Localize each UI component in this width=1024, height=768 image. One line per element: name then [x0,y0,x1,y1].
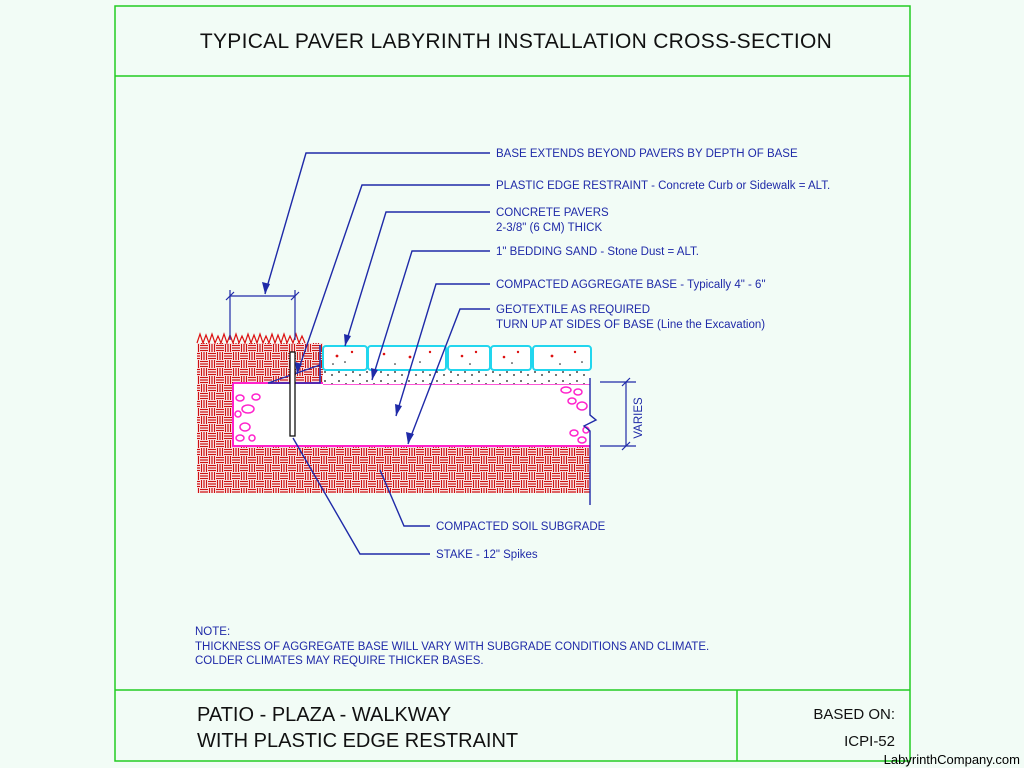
footer-title-line2: WITH PLASTIC EDGE RESTRAINT [197,730,518,752]
break-line [582,378,598,505]
varies-dimension [600,377,636,451]
callout-geotextile-line1: GEOTEXTILE AS REQUIRED [496,304,650,316]
note-line1: THICKNESS OF AGGREGATE BASE WILL VARY WI… [195,641,709,653]
callout-aggregate-base: COMPACTED AGGREGATE BASE - Typically 4" … [496,279,766,291]
paver-aggregate-specks [335,350,577,359]
callout-geotextile-line2: TURN UP AT SIDES OF BASE (Line the Excav… [496,319,765,331]
note-heading: NOTE: [195,626,230,638]
callout-base-extends: BASE EXTENDS BEYOND PAVERS BY DEPTH OF B… [496,148,798,160]
callout-pavers-line1: CONCRETE PAVERS [496,207,609,219]
callout-edge-restraint: PLASTIC EDGE RESTRAINT - Concrete Curb o… [496,180,830,192]
aggregate-stones [234,386,590,444]
site-credit: LabyrinthCompany.com [884,752,1020,767]
callout-pavers-line2: 2-3/8" (6 CM) THICK [496,222,602,234]
based-on-value: ICPI-52 [844,733,895,750]
based-on-label: BASED ON: [813,706,895,723]
note-line2: COLDER CLIMATES MAY REQUIRE THICKER BASE… [195,655,484,667]
cross-section: VARIES [196,290,645,505]
aggregate-base [233,383,590,446]
leader-arrowheads [262,282,414,444]
varies-label: VARIES [633,397,645,439]
geotextile-line [232,383,590,447]
callout-soil-subgrade: COMPACTED SOIL SUBGRADE [436,521,606,533]
concrete-pavers [322,345,592,371]
drawing-frame [114,5,911,762]
leader-lines [264,152,490,555]
base-extends-dimension [225,290,300,340]
drawing-title: TYPICAL PAVER LABYRINTH INSTALLATION CRO… [200,30,832,53]
grass-surface [196,332,306,345]
callout-bedding-sand: 1" BEDDING SAND - Stone Dust = ALT. [496,246,699,258]
stake [289,351,296,437]
bedding-sand [323,370,590,384]
paver-sand-specks [332,361,583,365]
edge-restraint [268,345,321,384]
soil-subgrade [197,446,590,493]
soil-left-top [233,343,323,383]
footer-title-line1: PATIO - PLAZA - WALKWAY [197,704,451,726]
callout-stake: STAKE - 12" Spikes [436,549,538,561]
